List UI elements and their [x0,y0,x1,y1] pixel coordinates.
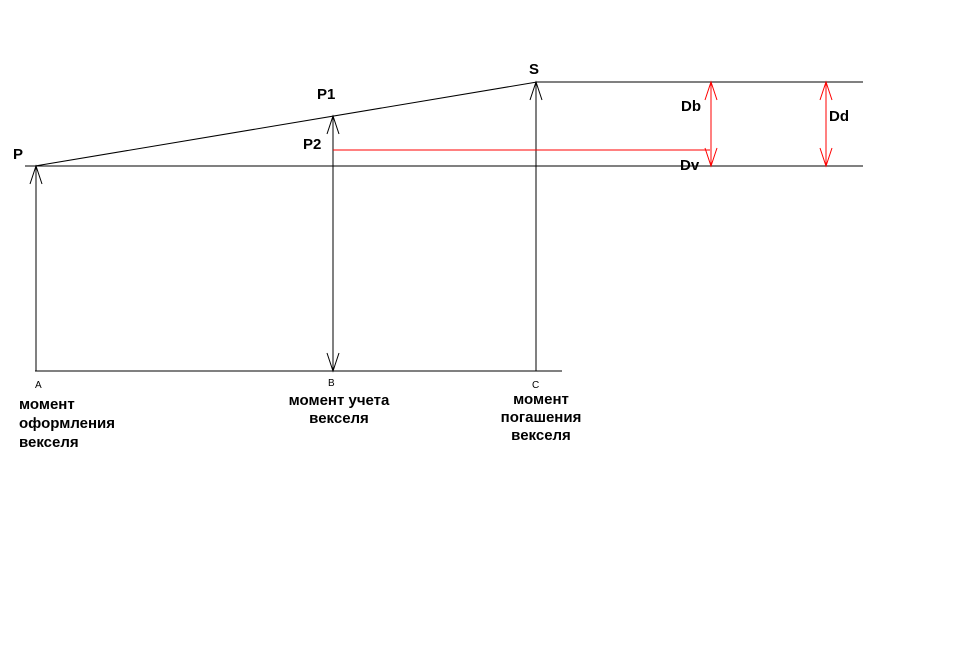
dd-arrowhead-top [819,80,833,101]
label-p1: P1 [317,86,336,103]
dd-arrowhead-bottom [819,147,833,168]
arrowhead-a [29,164,43,185]
caption-redemption-moment: момент погашения векселя [500,391,582,444]
caption-discount-moment: момент учета векселя [288,392,390,427]
label-s: S [529,61,540,78]
label-c: C [532,380,540,391]
db-arrowhead-bottom [704,147,718,168]
label-db: Db [681,98,701,115]
label-dd: Dd [829,108,849,125]
label-p: P [13,146,24,163]
label-p2: P2 [303,136,322,153]
label-a: A [35,380,42,391]
arrowhead-c [529,80,543,101]
label-b: B [328,378,335,389]
growth-line [34,81,538,167]
arrowhead-b-bottom [326,352,340,373]
label-dv: Dv [680,157,700,174]
caption-issue-moment: момент оформления векселя [19,396,116,451]
arrowhead-b-top [326,114,340,135]
db-arrowhead-top [704,80,718,101]
